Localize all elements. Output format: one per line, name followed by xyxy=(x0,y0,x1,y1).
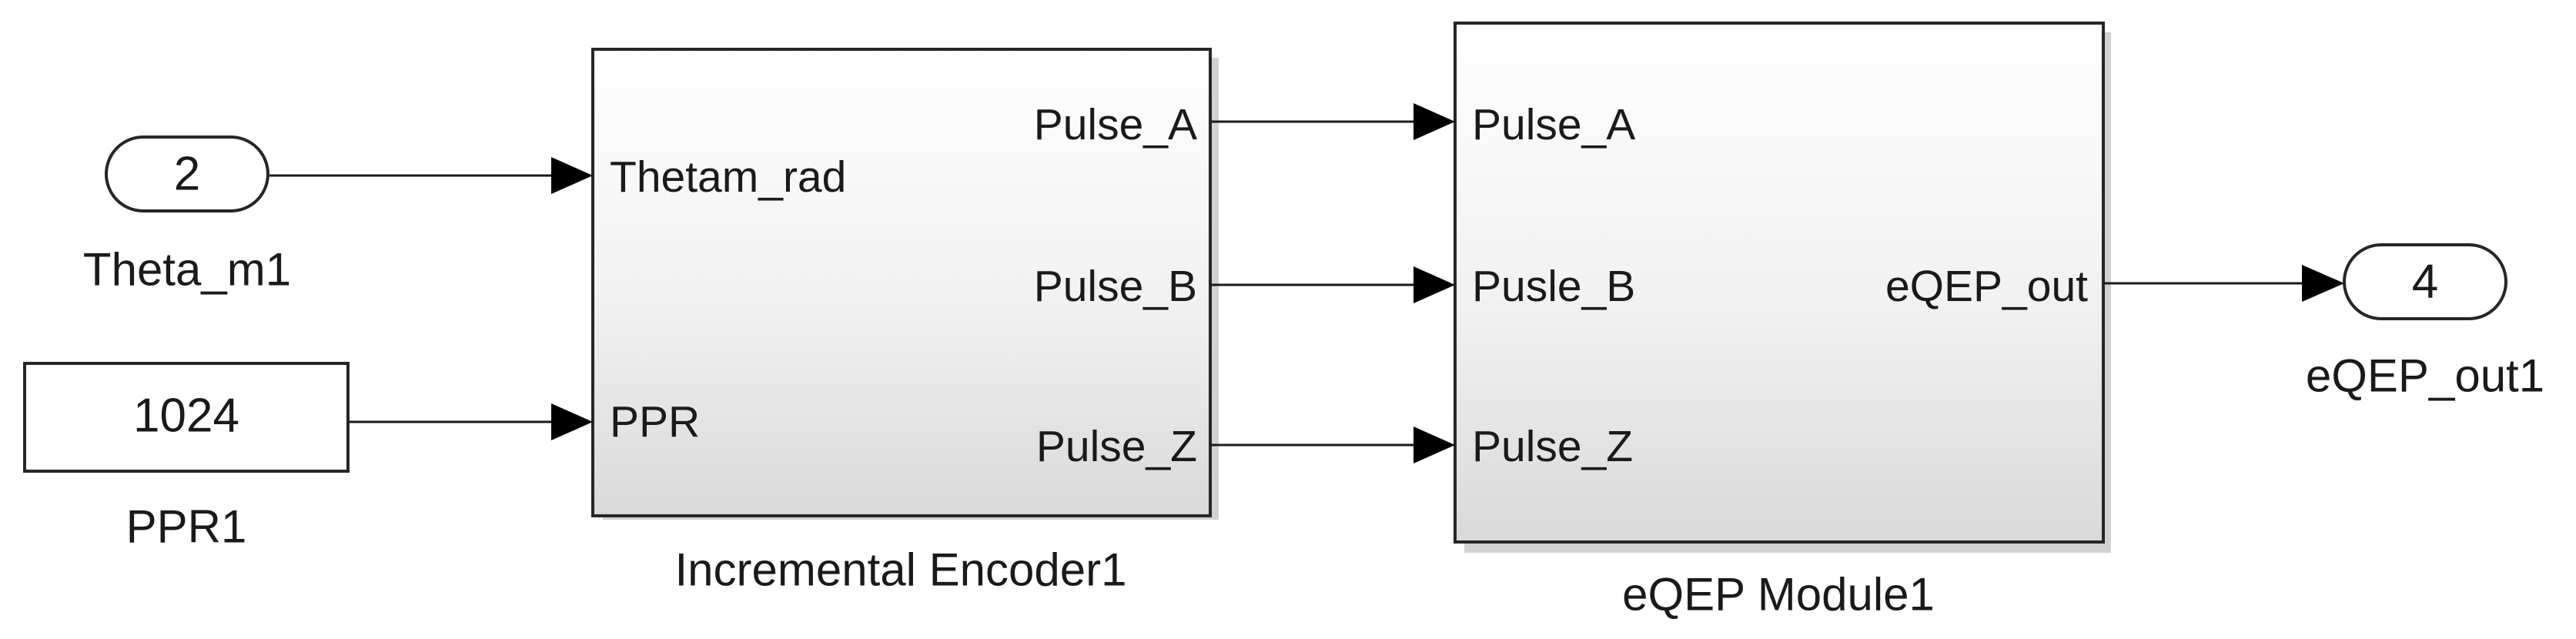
constant-name-label: PPR1 xyxy=(126,501,247,553)
inport-number: 2 xyxy=(174,148,200,201)
arrowhead-icon xyxy=(1413,266,1455,303)
eqep-subsystem-block[interactable]: Pulse_A Pusle_B Pulse_Z eQEP_out xyxy=(1454,22,2105,544)
signal-line-pulse-a[interactable] xyxy=(1210,103,1455,140)
signal-line-ppr-to-encoder[interactable] xyxy=(350,403,593,440)
constant-value: 1024 xyxy=(133,390,239,443)
inport-block-theta-m1[interactable]: 2 xyxy=(105,135,269,212)
signal-line-eqep-to-outport[interactable] xyxy=(2103,265,2344,302)
outport-number: 4 xyxy=(2412,256,2438,309)
eqep-input-port-label: Pulse_Z xyxy=(1472,422,1633,471)
eqep-input-port-label: Pulse_A xyxy=(1472,100,1635,149)
encoder-subsystem-block[interactable]: Thetam_rad PPR Pulse_A Pulse_B Pulse_Z xyxy=(591,48,1212,517)
inport-name-label: Theta_m1 xyxy=(83,244,291,296)
arrowhead-icon xyxy=(2302,265,2344,302)
eqep-output-port-label: eQEP_out xyxy=(1885,262,2088,311)
arrowhead-icon xyxy=(551,157,593,194)
signal-line-pulse-z[interactable] xyxy=(1210,427,1455,463)
eqep-name-label: eQEP Module1 xyxy=(1622,569,1935,621)
signal-line-theta-to-encoder[interactable] xyxy=(269,157,593,194)
arrowhead-icon xyxy=(1413,427,1455,463)
outport-name-label: eQEP_out1 xyxy=(2306,350,2544,402)
encoder-input-port-label: Thetam_rad xyxy=(610,152,846,202)
arrowhead-icon xyxy=(551,403,593,440)
constant-block-ppr1[interactable]: 1024 xyxy=(23,362,350,473)
encoder-output-port-label: Pulse_Z xyxy=(1036,422,1197,471)
encoder-input-port-label: PPR xyxy=(610,397,700,447)
signal-line-pulse-b[interactable] xyxy=(1210,266,1455,303)
encoder-output-port-label: Pulse_A xyxy=(1034,100,1197,149)
encoder-name-label: Incremental Encoder1 xyxy=(675,544,1127,596)
encoder-output-port-label: Pulse_B xyxy=(1034,262,1197,311)
outport-block-eqep-out1[interactable]: 4 xyxy=(2343,243,2507,320)
arrowhead-icon xyxy=(1413,103,1455,140)
eqep-input-port-label: Pusle_B xyxy=(1472,262,1635,311)
